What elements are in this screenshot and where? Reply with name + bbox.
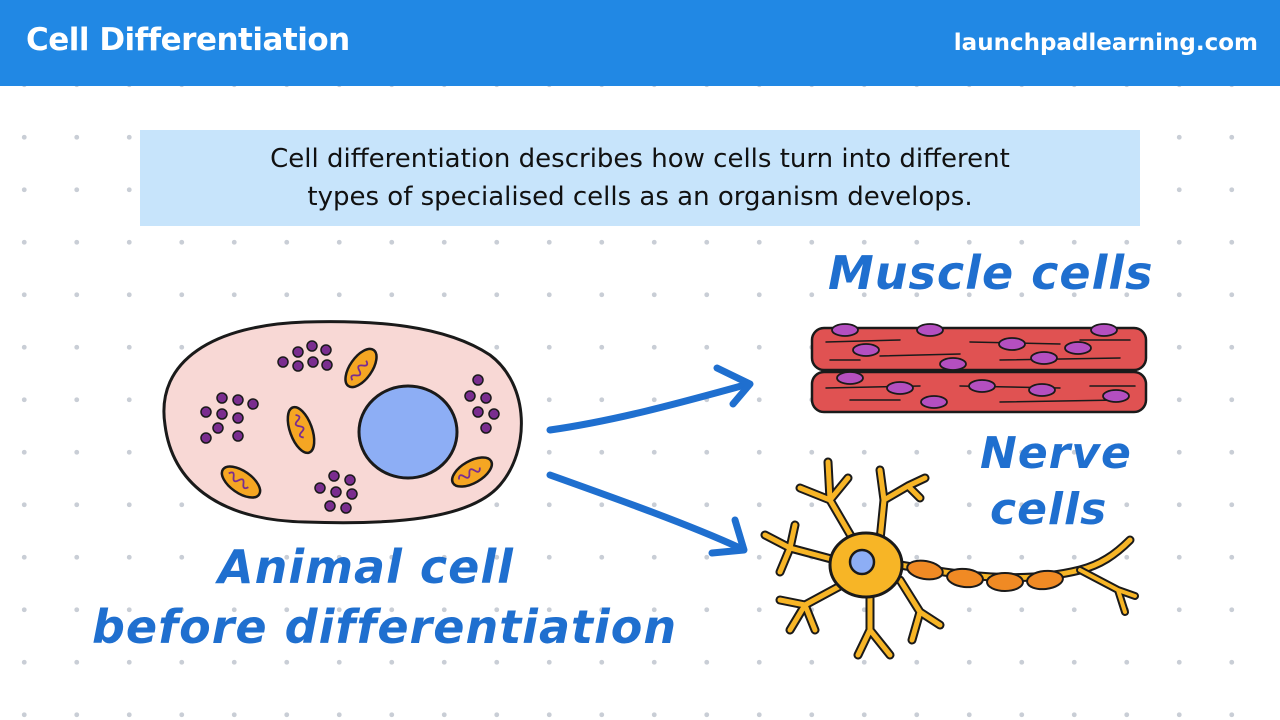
muscle-nuclei <box>831 323 1130 409</box>
granules <box>200 340 500 514</box>
description-line-1: Cell differentiation describes how cells… <box>270 144 1010 174</box>
neuron-nucleus <box>848 548 876 576</box>
site-name: launchpadlearning.com <box>953 30 1258 56</box>
label-muscle-cells: Muscle cells <box>828 246 1154 300</box>
arrow-to-nerve <box>546 471 748 557</box>
cell-nucleus <box>357 384 459 480</box>
label-animal-line-2: before differentiation <box>92 600 678 654</box>
label-animal-line-1: Animal cell <box>218 540 514 594</box>
label-nerve-line-1: Nerve <box>980 428 1132 479</box>
animal-cell <box>162 320 523 525</box>
header-bar: Cell Differentiation launchpadlearning.c… <box>0 0 1280 86</box>
nerve-cell <box>760 457 1139 660</box>
muscle-cells <box>810 323 1148 414</box>
arrow-to-muscle <box>546 364 754 434</box>
myelin-sheath <box>906 559 1064 592</box>
description-text: Cell differentiation describes how cells… <box>270 140 1010 216</box>
label-nerve-line-2: cells <box>990 484 1108 535</box>
mitochondria <box>220 347 494 499</box>
description-box: Cell differentiation describes how cells… <box>140 130 1140 226</box>
cell-membrane <box>162 320 523 525</box>
page-title: Cell Differentiation <box>26 22 350 58</box>
description-line-2: types of specialised cells as an organis… <box>307 182 973 212</box>
